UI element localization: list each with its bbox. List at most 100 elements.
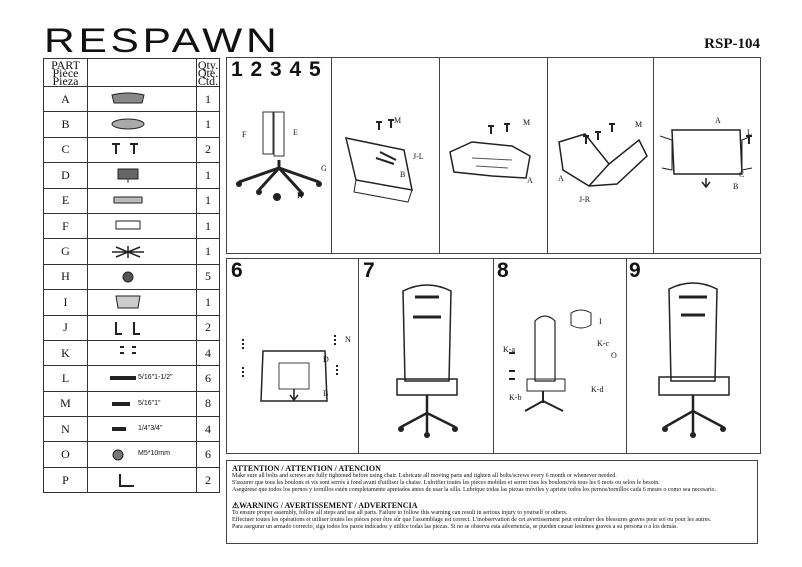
s1-label-g: G xyxy=(321,164,327,173)
step-8-illustration xyxy=(509,309,592,412)
part-id: G xyxy=(43,238,88,265)
s8-label-o: O xyxy=(611,351,617,360)
part-header-fr: Pièce xyxy=(52,65,79,80)
part-qty: 2 xyxy=(196,314,220,341)
qty-header-fr: Qte. xyxy=(197,65,219,80)
s3-label-a: A xyxy=(527,176,533,185)
part-id: K xyxy=(43,339,88,367)
part-j-icon xyxy=(115,321,140,335)
part-qty: 1 xyxy=(196,238,220,265)
s6-label-b: B xyxy=(323,389,329,398)
part-qty: 4 xyxy=(196,339,220,367)
part-id: A xyxy=(43,85,88,113)
step-3-backrest-illustration xyxy=(449,123,531,179)
part-id: J xyxy=(43,314,88,341)
s3-label-m: M xyxy=(523,118,531,127)
steps-1-5-number: 1 2 3 4 5 xyxy=(231,58,322,81)
s4-label-m: M xyxy=(635,120,643,129)
part-header: PART Pièce Pieza xyxy=(43,57,88,88)
part-id: D xyxy=(43,162,88,189)
part-image xyxy=(87,263,197,291)
part-a-icon xyxy=(111,92,145,104)
part-p-icon xyxy=(119,474,134,488)
part-id: I xyxy=(43,289,88,316)
part-e-icon xyxy=(113,196,143,204)
step-2-seat-illustration xyxy=(344,119,413,203)
part-image xyxy=(87,136,197,164)
part-image xyxy=(87,238,197,265)
part-id: P xyxy=(43,466,88,494)
part-qty: 1 xyxy=(196,111,220,138)
brand-logo: RESPAWN xyxy=(44,22,281,60)
part-id: M xyxy=(43,390,88,418)
part-o-icon xyxy=(112,449,124,461)
step-6-illustration xyxy=(242,335,338,402)
model-number: RSP-104 xyxy=(704,36,760,52)
warning-title: ⚠WARNING / AVERTISSEMENT / ADVERTENCIA xyxy=(232,500,418,510)
s8-label-ka: K-a xyxy=(503,345,515,354)
part-b-icon xyxy=(111,118,145,130)
part-qty: 2 xyxy=(196,466,220,494)
part-qty: 1 xyxy=(196,85,220,113)
attention-line-es: Asegúrese que todos los pernos y tornill… xyxy=(232,487,717,494)
part-id: C xyxy=(43,136,88,164)
s8-label-i: I xyxy=(599,317,602,326)
part-qty: 2 xyxy=(196,136,220,164)
s8-label-kd: K-d xyxy=(591,385,604,394)
part-spec: 5/16"1-1/2" xyxy=(138,374,173,382)
part-image xyxy=(87,339,197,367)
part-qty: 6 xyxy=(196,441,220,468)
s4-label-jr: J-R xyxy=(579,195,591,204)
part-image xyxy=(87,314,197,341)
part-m-icon xyxy=(112,401,130,406)
s2-label-m: M xyxy=(394,116,402,125)
s6-label-d: D xyxy=(323,355,329,364)
part-id: H xyxy=(43,263,88,291)
step-6-number: 6 xyxy=(231,259,243,282)
part-image xyxy=(87,289,197,316)
s1-label-e: E xyxy=(293,128,298,137)
qty-header: Qty. Qte. Ctd. xyxy=(196,58,220,87)
part-n-icon xyxy=(112,427,126,432)
step-5-armrest-illustration xyxy=(659,129,753,189)
part-header-es: Pieza xyxy=(52,73,79,88)
part-image xyxy=(87,111,197,138)
step-1-base-illustration xyxy=(236,111,322,201)
attention-line-en: Make sure all bolts and screws are fully… xyxy=(232,473,617,479)
s5-label-b: B xyxy=(733,182,739,191)
part-id: N xyxy=(43,416,88,443)
part-id: B xyxy=(43,111,88,138)
part-i-icon xyxy=(115,295,141,309)
s2-label-jl: J-L xyxy=(413,152,424,161)
part-header-en: PART xyxy=(51,57,80,72)
part-image xyxy=(87,466,197,494)
step-9-chair-illustration xyxy=(658,282,730,438)
step-4-assembly-illustration xyxy=(558,123,648,187)
part-qty: 1 xyxy=(196,289,220,316)
part-qty: 6 xyxy=(196,365,220,392)
s1-label-f: F xyxy=(242,130,247,139)
warning-line-en: To ensure proper assembly, follow all st… xyxy=(232,509,568,516)
step-7-number: 7 xyxy=(363,259,375,282)
s8-label-kc: K-c xyxy=(597,339,609,348)
part-g-icon xyxy=(112,245,144,258)
s4-label-a: A xyxy=(558,174,564,183)
part-image: 5/16"1-1/2" xyxy=(87,365,197,392)
warning-title-text: WARNING / AVERTISSEMENT / ADVERTENCIA xyxy=(239,500,418,510)
part-image xyxy=(87,85,197,113)
step-9-number: 9 xyxy=(629,259,641,282)
warning-line-fr: Effectuer toutes les opérations et utili… xyxy=(232,516,712,523)
warning-line-es: Para asegurar un armado correcto, siga t… xyxy=(232,524,678,531)
part-id: O xyxy=(43,441,88,468)
s5-label-c: C xyxy=(739,170,745,179)
